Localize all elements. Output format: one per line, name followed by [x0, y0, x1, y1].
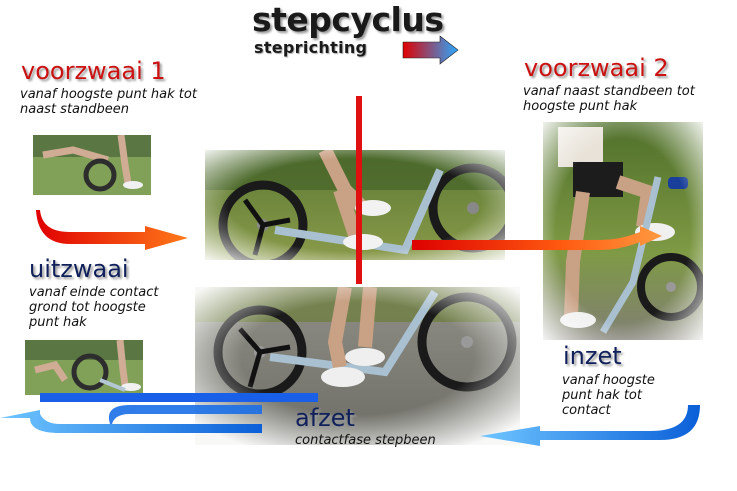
red-curved-arrow-icon: [36, 210, 188, 250]
phase-title-inzet: inzet: [563, 342, 622, 370]
phase-desc-inzet: vanaf hoogste punt hak tot contact: [562, 373, 655, 418]
page-subtitle: steprichting: [254, 38, 368, 57]
phase-desc-afzet: contactfase stepbeen: [295, 433, 436, 448]
photo-center-bottom: [195, 287, 520, 445]
phase-desc-voorzwaai2: vanaf naast standbeen tot hoogste punt h…: [523, 84, 695, 114]
divider-line: [356, 96, 362, 284]
phase-title-uitzwaai: uitzwaai: [29, 255, 129, 283]
phase-desc-uitzwaai: vanaf einde contact grond tot hoogste pu…: [29, 285, 159, 330]
phase-title-voorzwaai2: voorzwaai 2: [524, 54, 669, 82]
blue-curved-arrow-icon: [108, 405, 262, 424]
direction-arrow-icon: [402, 35, 459, 65]
photo-left-bottom: [25, 340, 143, 395]
red-curved-arrow-icon: [412, 226, 662, 250]
phase-title-afzet: afzet: [295, 404, 355, 432]
blue-curved-arrow-icon: [0, 410, 262, 433]
phase-desc-voorzwaai1: vanaf hoogste punt hak tot naast standbe…: [20, 87, 197, 117]
phase-title-voorzwaai1: voorzwaai 1: [21, 57, 166, 85]
blue-curved-arrow-icon: [480, 405, 700, 446]
photo-left-top: [33, 135, 151, 195]
contact-line: [40, 393, 318, 402]
page-title: stepcyclus: [252, 0, 444, 39]
